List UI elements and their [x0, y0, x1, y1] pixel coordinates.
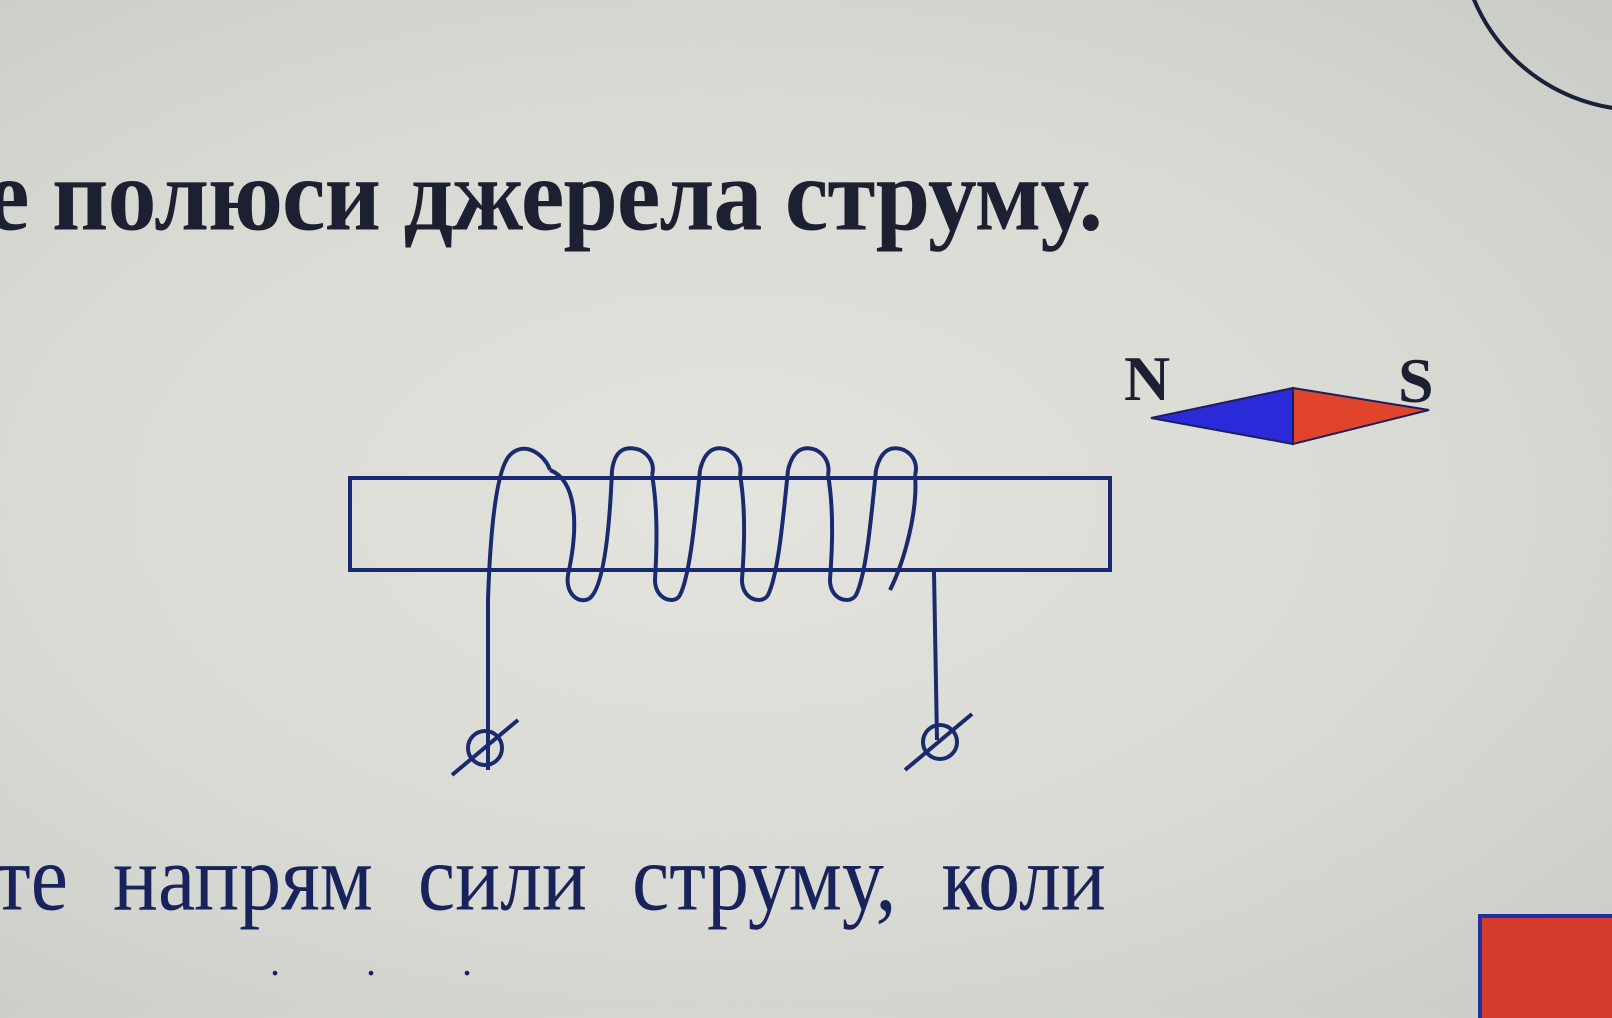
red-block: [1478, 914, 1612, 1018]
task-text-line-2: те напрям сили струму, коли: [0, 826, 1106, 931]
terminal-left[interactable]: [450, 718, 520, 777]
task-text-line-1: е полюси джерела струму.: [0, 139, 1103, 253]
north-label: N: [1124, 343, 1170, 414]
coil-wire: [486, 446, 918, 770]
circle-partial: [1472, 0, 1612, 110]
coil-turns: [549, 468, 939, 741]
south-label: S: [1398, 345, 1434, 416]
iron-core: [348, 476, 1112, 572]
compass-needle: N S: [1124, 343, 1434, 446]
terminal-right[interactable]: [903, 712, 974, 772]
task-text-line-3-fragment: . . .: [270, 939, 510, 984]
